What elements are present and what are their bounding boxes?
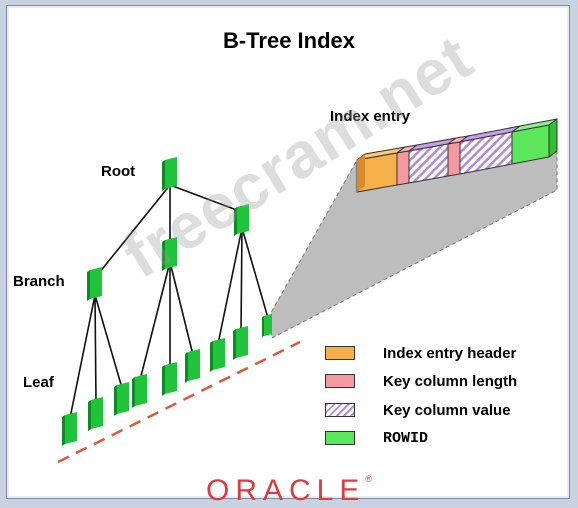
branch-node bbox=[234, 204, 249, 236]
leaf-node bbox=[114, 382, 129, 416]
leaf-label: Leaf bbox=[23, 374, 54, 391]
legend-item: ROWID bbox=[325, 428, 428, 448]
oracle-logo: ORACLE® bbox=[0, 474, 578, 508]
leaf-node bbox=[62, 412, 77, 446]
tree-edges bbox=[69, 184, 269, 419]
leaf-node bbox=[210, 338, 225, 372]
index-entry-label: Index entry bbox=[330, 108, 411, 125]
leaf-node bbox=[162, 362, 177, 396]
trademark-symbol: ® bbox=[365, 474, 372, 484]
leaf-node bbox=[132, 374, 147, 408]
index-entry-bar bbox=[356, 118, 558, 193]
legend-label: ROWID bbox=[383, 429, 429, 447]
root-node bbox=[162, 157, 177, 191]
branch-node bbox=[87, 267, 102, 301]
legend-swatch-key-value bbox=[325, 403, 355, 417]
tree-nodes bbox=[62, 157, 272, 446]
oracle-logo-text: ORACLE bbox=[205, 474, 366, 507]
legend-item: Key column length bbox=[325, 371, 517, 391]
leaf-node bbox=[233, 326, 248, 360]
legend-label: Key column length bbox=[383, 372, 518, 390]
branch-node bbox=[162, 237, 177, 271]
legend-item: Key column value bbox=[325, 400, 511, 420]
legend-swatch-header bbox=[325, 346, 355, 360]
legend-label: Key column value bbox=[383, 401, 511, 419]
legend-item: Index entry header bbox=[325, 343, 516, 363]
legend-swatch-rowid bbox=[325, 431, 355, 445]
leaf-node bbox=[262, 314, 272, 337]
branch-label: Branch bbox=[13, 273, 65, 290]
root-label: Root bbox=[101, 163, 136, 180]
diagram-title: B-Tree Index bbox=[222, 28, 356, 53]
leaf-level-line bbox=[57, 340, 301, 464]
legend-label: Index entry header bbox=[383, 344, 517, 362]
index-entry-callout bbox=[267, 146, 558, 339]
leaf-node bbox=[185, 349, 200, 383]
leaf-node bbox=[88, 397, 103, 431]
legend-swatch-key-length bbox=[325, 374, 355, 388]
